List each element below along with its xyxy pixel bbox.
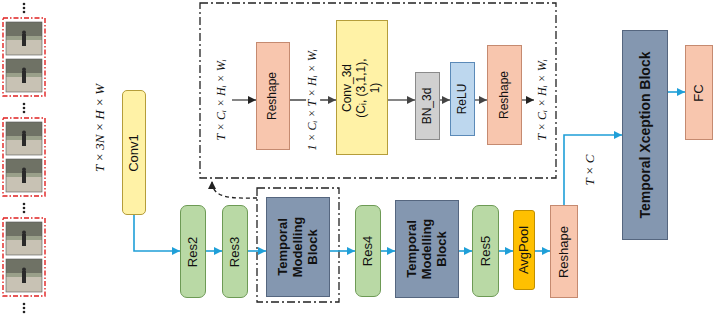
fc-box: FC bbox=[685, 45, 713, 140]
frame-stack bbox=[3, 218, 45, 296]
box-text: Temporal Xception Block bbox=[637, 52, 653, 219]
flow-arrow bbox=[459, 250, 472, 252]
box-label: Temporal Modelling Block bbox=[276, 202, 321, 292]
residual-stage-box: Res2 bbox=[180, 205, 206, 298]
output-wire bbox=[522, 99, 534, 100]
edge-shape-label: 1 × Cᵢ × T × Hᵢ × Wᵢ bbox=[306, 47, 320, 152]
box-text: FC bbox=[692, 84, 707, 101]
flow-arrow bbox=[134, 215, 180, 251]
frame-stack bbox=[3, 18, 45, 96]
box-text: Temporal Modelling Block bbox=[276, 202, 321, 292]
box-label: Conv1 bbox=[127, 134, 142, 172]
box-text: Res3 bbox=[228, 236, 243, 266]
box-text: Conv1 bbox=[127, 134, 142, 172]
box-label: ReLU bbox=[456, 84, 470, 115]
residual-stage-box: Res5 bbox=[472, 205, 499, 297]
box-text: Res5 bbox=[478, 236, 493, 266]
box-label: (Cᵢ, (3,1,1), 1) bbox=[355, 52, 383, 124]
box-text: Reshape bbox=[266, 72, 280, 120]
box-text: Reshape bbox=[498, 71, 512, 119]
flow-arrow bbox=[475, 99, 487, 100]
box-text: Res4 bbox=[361, 236, 376, 266]
flow-arrow bbox=[388, 99, 415, 100]
block-input-shape-label: T × Cᵢ × Hᵢ × Wᵢ bbox=[215, 59, 229, 140]
input-wire bbox=[232, 99, 256, 100]
ellipsis-dots bbox=[23, 3, 26, 14]
conv3d-box: Conv_3d(Cᵢ, (3,1,1), 1) bbox=[336, 20, 388, 155]
reshape-box: Reshape bbox=[256, 42, 290, 150]
residual-stage-box: Res4 bbox=[355, 205, 381, 297]
box-text: Reshape bbox=[557, 225, 572, 277]
box-text: Temporal Modelling Block bbox=[405, 205, 450, 293]
pooling-box: AvgPool bbox=[513, 210, 535, 290]
activation-box: ReLU bbox=[450, 62, 475, 136]
box-text: AvgPool bbox=[517, 226, 532, 274]
box-label: Reshape bbox=[557, 225, 572, 277]
flow-arrow bbox=[248, 250, 266, 252]
feature-shape-label: T × C bbox=[583, 155, 598, 186]
flow-arrow bbox=[564, 135, 622, 205]
box-label: BN_3d bbox=[421, 88, 435, 125]
temporal-block-box: Temporal Modelling Block bbox=[395, 200, 459, 298]
reshape-box: Reshape bbox=[487, 45, 522, 145]
batchnorm-box: BN_3d bbox=[415, 72, 440, 140]
ellipsis-dots bbox=[23, 303, 26, 314]
flow-arrow bbox=[330, 250, 355, 252]
zoom-source-outline bbox=[257, 188, 339, 302]
box-label: Res3 bbox=[228, 236, 243, 266]
flow-arrow bbox=[668, 91, 685, 93]
frame-stack bbox=[3, 118, 45, 196]
flow-arrow bbox=[381, 250, 395, 252]
temporal-block-box: Temporal Xception Block bbox=[622, 30, 668, 240]
box-label: FC bbox=[692, 84, 707, 101]
box-text: Conv_3d(Cᵢ, (3,1,1), 1) bbox=[341, 52, 382, 124]
box-label: Res4 bbox=[361, 236, 376, 266]
input-shape-label: T × 3N × H × W bbox=[93, 84, 108, 172]
box-label: Temporal Xception Block bbox=[637, 52, 653, 219]
box-label: Reshape bbox=[498, 71, 512, 119]
inset-outline bbox=[200, 3, 556, 178]
box-label: Reshape bbox=[266, 72, 280, 120]
box-label: Res5 bbox=[478, 236, 493, 266]
flow-arrow bbox=[499, 250, 513, 252]
box-label: AvgPool bbox=[517, 226, 532, 274]
flow-arrow bbox=[440, 99, 450, 100]
box-text: ReLU bbox=[456, 84, 470, 115]
box-label: Conv_3d bbox=[341, 52, 355, 124]
ellipsis-dots bbox=[23, 203, 26, 214]
residual-stage-box: Res3 bbox=[222, 205, 248, 298]
ellipsis-dots bbox=[23, 103, 26, 114]
box-text: Res2 bbox=[186, 236, 201, 266]
flow-arrow bbox=[535, 250, 550, 252]
zoom-arrow bbox=[212, 181, 257, 198]
temporal-block-box: Temporal Modelling Block bbox=[266, 197, 330, 297]
box-text: BN_3d bbox=[421, 88, 435, 125]
box-label: Temporal Modelling Block bbox=[405, 205, 450, 293]
reshape-box: Reshape bbox=[550, 205, 578, 298]
box-label: Res2 bbox=[186, 236, 201, 266]
flow-arrow bbox=[206, 250, 222, 252]
block-output-shape-label: T × Cᵢ × Hᵢ × Wᵢ bbox=[536, 59, 550, 140]
conv-layer-box: Conv1 bbox=[122, 90, 146, 215]
